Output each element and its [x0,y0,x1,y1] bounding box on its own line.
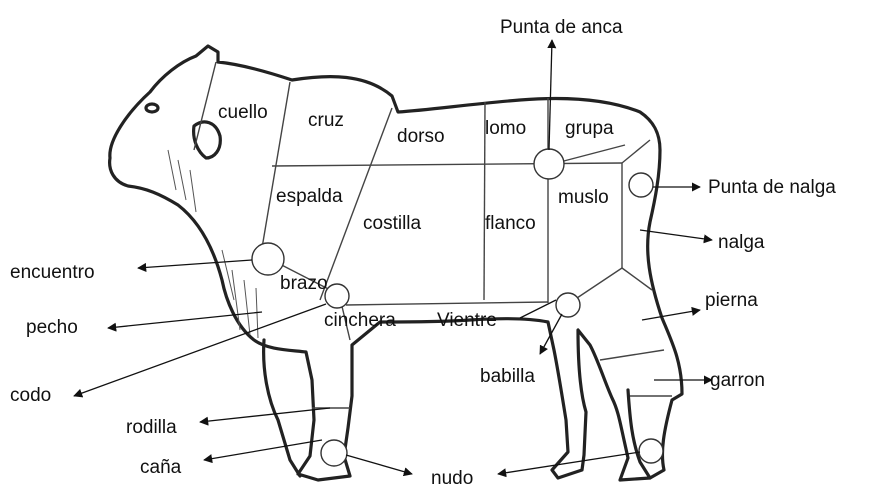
label-codo: codo [10,385,51,406]
label-flanco: flanco [485,213,536,234]
label-nalga: nalga [718,232,765,253]
label-dorso: dorso [397,126,445,147]
label-punta-de-nalga: Punta de nalga [708,177,836,198]
arrow-nudo-front [345,454,413,477]
label-pierna: pierna [705,290,758,311]
arrow-encuentro [137,259,253,272]
spot-babilla [555,292,581,318]
label-brazo: brazo [280,273,328,294]
arrow-pierna [641,306,701,321]
label-vientre: Vientre [437,310,497,331]
spot-punta-de-nalga [628,172,654,198]
spot-nudo-rear [638,438,664,464]
label-cinchera: cinchera [324,310,396,331]
label-rodilla: rodilla [126,417,177,438]
arrow-rodilla [199,407,331,426]
eye [144,102,160,114]
label-babilla: babilla [480,366,535,387]
arrow-nudo-rear [497,451,641,478]
label-grupa: grupa [565,118,614,139]
label-punta-de-anca: Punta de anca [500,17,623,38]
arrow-nalga [639,229,713,244]
label-cuello: cuello [218,102,268,123]
label-nudo: nudo [431,468,473,489]
arrow-punta-de-anca [547,39,557,151]
spot-punta-de-anca [533,148,565,180]
label-lomo: lomo [485,118,526,139]
spot-nudo-front [320,439,348,467]
spot-encuentro [251,242,285,276]
leader-arrows [73,39,713,478]
label-costilla: costilla [363,213,422,234]
leader-vientre [519,299,557,319]
callout-labels: Punta de anca Punta de nalga nalga piern… [10,17,836,489]
label-garron: garron [710,370,765,391]
arrow-cana [203,439,323,464]
label-cana: caña [140,457,182,478]
label-cruz: cruz [308,110,344,131]
label-espalda: espalda [276,186,343,207]
arrow-codo [73,303,327,398]
label-muslo: muslo [558,187,609,208]
cow-silhouette [108,44,684,482]
landmark-spots [251,148,664,467]
spot-codo [324,283,350,309]
arrow-babilla [539,313,563,355]
label-encuentro: encuentro [10,262,95,283]
region-labels: cuello cruz dorso lomo grupa espalda cos… [218,102,614,331]
arrow-pecho [107,311,263,332]
label-pecho: pecho [26,317,78,338]
